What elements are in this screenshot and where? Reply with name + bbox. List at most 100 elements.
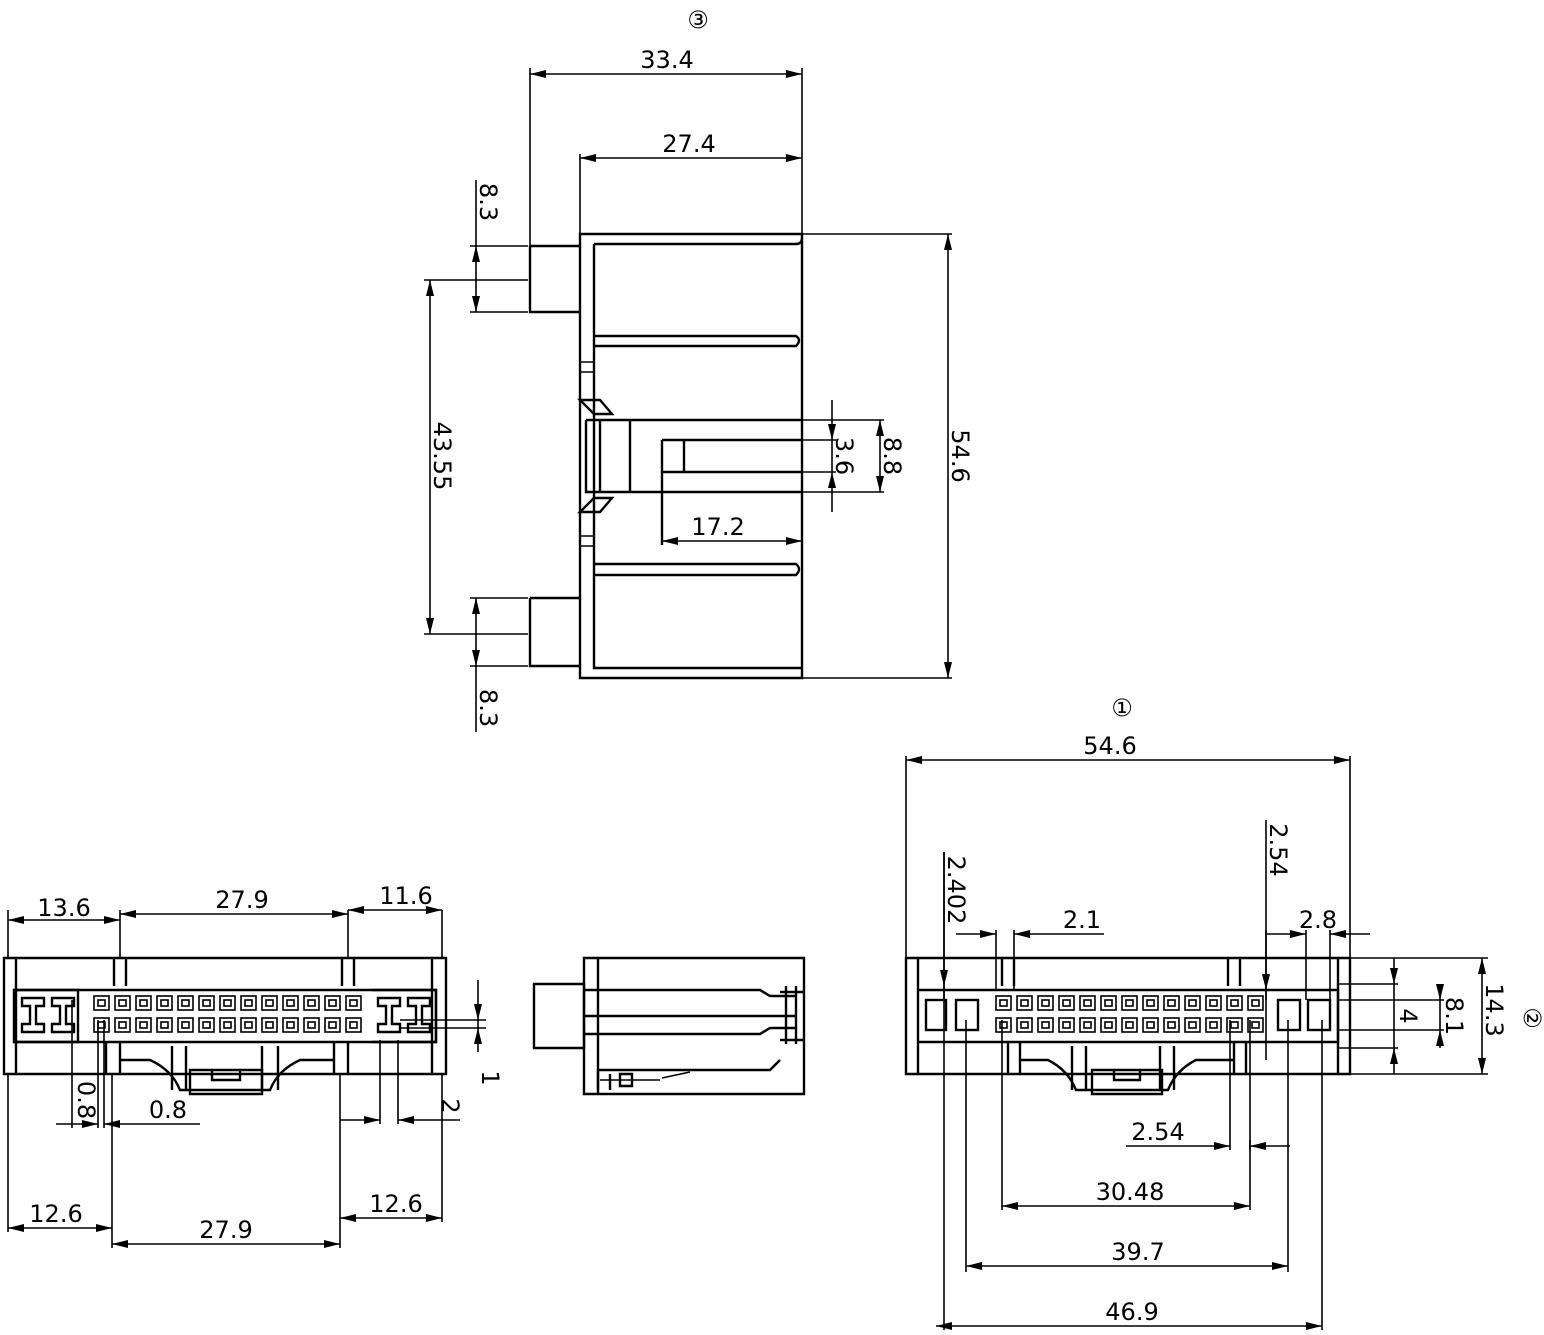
contact-cell [303, 1017, 320, 1033]
contact-hole [160, 1021, 169, 1029]
contact-hole [999, 999, 1008, 1007]
contact-hole [1188, 1021, 1197, 1029]
side-view-marker: ③ [687, 6, 709, 34]
contact-hole [1188, 999, 1197, 1007]
contact-cell [177, 995, 194, 1011]
contact-hole [1209, 999, 1218, 1007]
contact-cell [1247, 995, 1264, 1011]
contact-hole [181, 1021, 190, 1029]
left-view: 13.6 27.9 11.6 0.8 0.8 2 1 12.6 27.9 [2, 882, 504, 1248]
contact-hole [1062, 1021, 1071, 1029]
contact-hole [349, 999, 358, 1007]
contact-hole [1083, 999, 1092, 1007]
dim-overall-depth: 33.4 [640, 46, 693, 74]
dim-span-pads: 39.7 [1111, 1238, 1164, 1266]
contact-cell [1016, 995, 1033, 1011]
contact-cell [114, 1017, 131, 1033]
dim-front-overall-width: 54.6 [1083, 732, 1136, 760]
dim-top-left: 13.6 [37, 894, 90, 922]
contact-cell [156, 1017, 173, 1033]
contact-cell [219, 995, 236, 1011]
contact-hole [1125, 1021, 1134, 1029]
contact-hole [118, 999, 127, 1007]
contact-cell [135, 1017, 152, 1033]
contact-hole [1020, 999, 1029, 1007]
contact-cell [1037, 995, 1054, 1011]
contact-hole [202, 999, 211, 1007]
contact-hole [223, 1021, 232, 1029]
contact-cell [1205, 995, 1222, 1011]
contact-hole [1062, 999, 1071, 1007]
contact-cell [1205, 1017, 1222, 1033]
contact-cell [1163, 1017, 1180, 1033]
dim-slot-height: 3.6 [830, 437, 858, 475]
contact-hole [328, 999, 337, 1007]
contact-hole [999, 1021, 1008, 1029]
dim-edge-offset: 2.402 [942, 856, 970, 925]
contact-hole [307, 1021, 316, 1029]
contact-hole [1020, 1021, 1029, 1029]
contact-cell [240, 1017, 257, 1033]
contact-cell [324, 995, 341, 1011]
contact-cell [324, 1017, 341, 1033]
contact-cell [1226, 1017, 1243, 1033]
contact-hole [139, 999, 148, 1007]
dim-latch-bottom: 8.3 [474, 689, 502, 727]
contact-cell [261, 1017, 278, 1033]
dim-pin-offset: 1 [476, 1070, 504, 1085]
contact-hole [1083, 1021, 1092, 1029]
contact-hole [286, 1021, 295, 1029]
contact-cell [1184, 1017, 1201, 1033]
contact-hole [1230, 1021, 1239, 1029]
dim-height-overall: 14.3 [1480, 983, 1508, 1036]
contact-cell [995, 995, 1012, 1011]
dim-overall-length: 54.6 [946, 429, 974, 482]
contact-cell [240, 995, 257, 1011]
contact-cell [1142, 1017, 1159, 1033]
contact-hole [139, 1021, 148, 1029]
contact-hole [1041, 999, 1050, 1007]
contact-cell [1016, 1017, 1033, 1033]
dim-top-middle: 27.9 [215, 886, 268, 914]
contact-hole [1209, 1021, 1218, 1029]
dim-latch-top: 8.3 [474, 183, 502, 221]
contact-cell [156, 995, 173, 1011]
end-view [532, 956, 806, 1096]
dim-bottom-middle: 27.9 [199, 1216, 252, 1244]
contact-hole [307, 999, 316, 1007]
dim-latch-spacing: 43.55 [428, 422, 456, 491]
left-view-contacts [93, 995, 362, 1033]
contact-hole [97, 999, 106, 1007]
contact-hole [118, 1021, 127, 1029]
contact-hole [349, 1021, 358, 1029]
contact-hole [1104, 1021, 1113, 1029]
dim-height-window: 4 [1394, 1008, 1422, 1023]
dim-gap-a: 0.8 [72, 1081, 100, 1119]
contact-hole [1251, 1021, 1260, 1029]
contact-cell [1121, 995, 1138, 1011]
contact-hole [286, 999, 295, 1007]
dim-slot-depth: 17.2 [691, 513, 744, 541]
contact-hole [265, 1021, 274, 1029]
dim-bottom-right: 12.6 [369, 1190, 422, 1218]
contact-cell [1100, 1017, 1117, 1033]
contact-hole [1167, 1021, 1176, 1029]
contact-cell [1163, 995, 1180, 1011]
front-view-marker: ① [1111, 694, 1133, 722]
contact-hole [1125, 999, 1134, 1007]
contact-cell [261, 995, 278, 1011]
contact-hole [1146, 1021, 1155, 1029]
dim-right-pad: 2.8 [1299, 906, 1337, 934]
contact-hole [1146, 999, 1155, 1007]
contact-hole [1167, 999, 1176, 1007]
contact-hole [1251, 999, 1260, 1007]
contact-cell [1184, 995, 1201, 1011]
dim-height-body: 8.1 [1440, 997, 1468, 1035]
contact-hole [1230, 999, 1239, 1007]
dim-contact-width: 2.1 [1063, 906, 1101, 934]
dim-slot-outer: 8.8 [878, 437, 906, 475]
dim-bottom-left: 12.6 [29, 1200, 82, 1228]
contact-hole [223, 999, 232, 1007]
contact-cell [1226, 995, 1243, 1011]
contact-cell [345, 1017, 362, 1033]
